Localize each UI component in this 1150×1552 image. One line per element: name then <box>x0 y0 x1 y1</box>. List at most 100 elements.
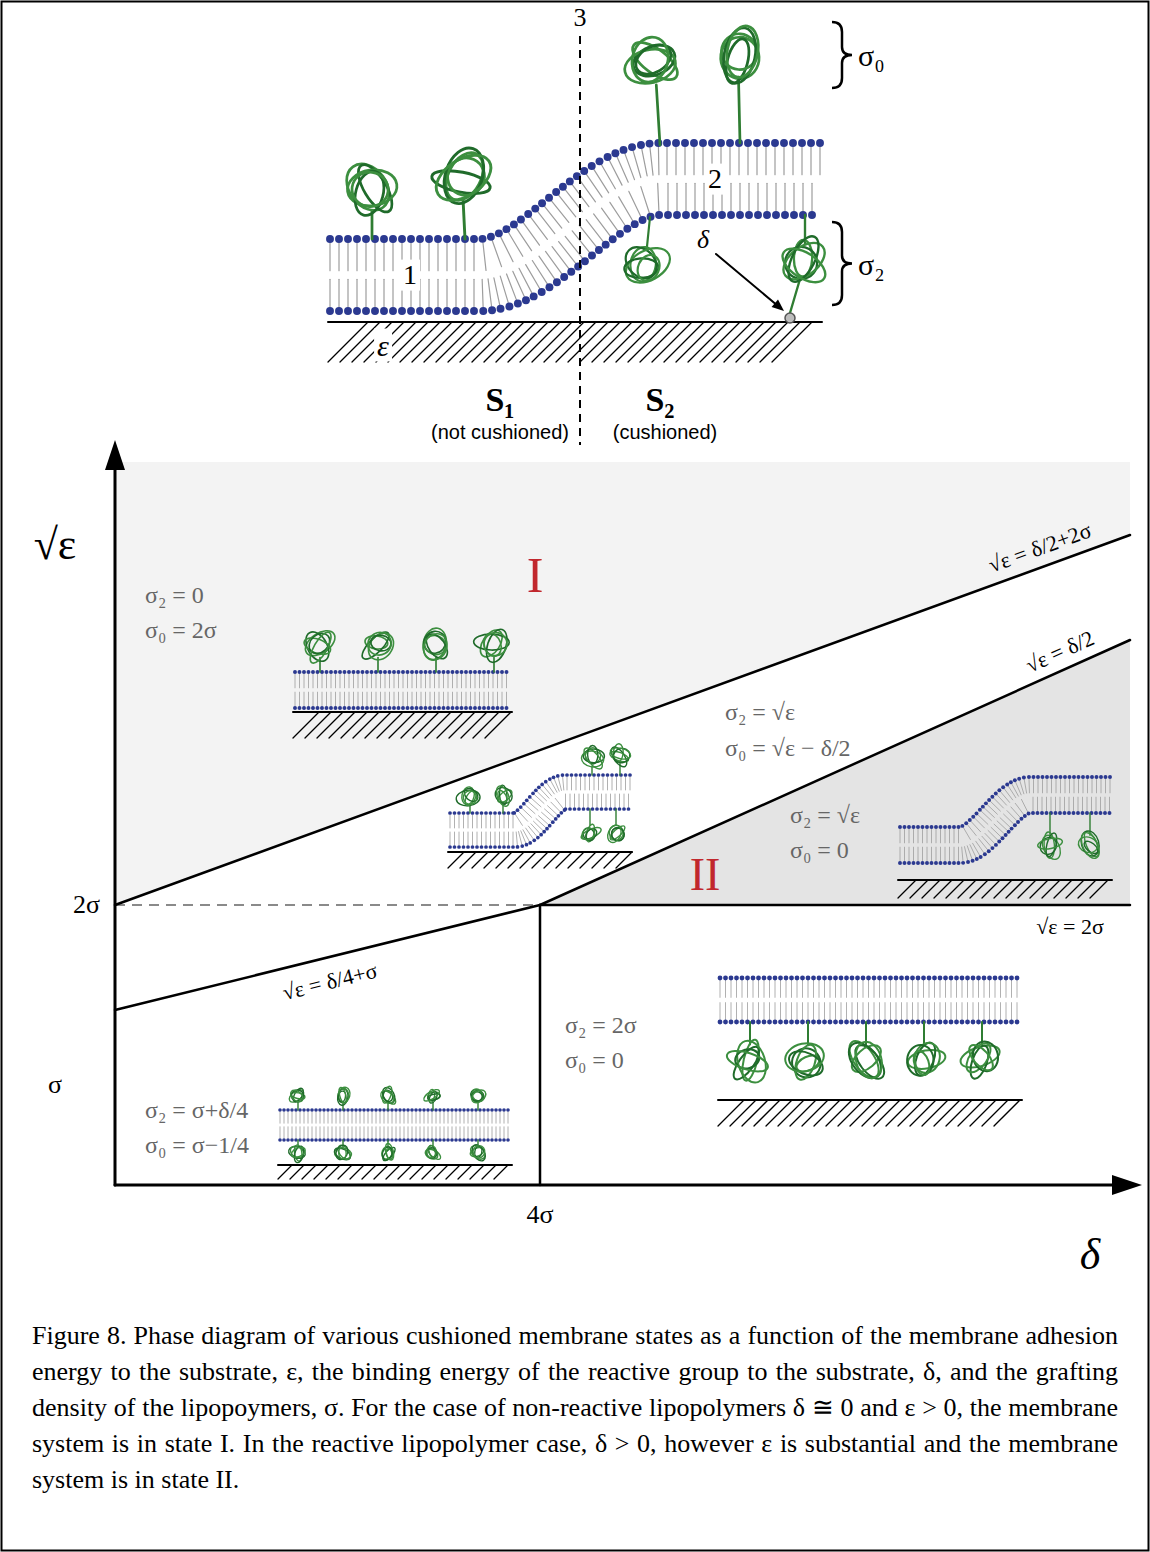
lipid-tail <box>424 1127 425 1138</box>
lipid-head <box>298 1108 302 1112</box>
lipid-tail <box>344 1112 345 1123</box>
lipid-head <box>975 857 979 861</box>
lipid-tail <box>830 980 831 997</box>
lipid-head <box>498 1108 502 1112</box>
lipid-head <box>453 811 457 815</box>
lipid-tail <box>344 692 345 706</box>
state-note: (not cushioned) <box>431 421 569 443</box>
polymer-coil <box>580 809 603 843</box>
polymer-loop <box>605 823 624 844</box>
lipid-tail <box>579 179 595 201</box>
lipid-tail <box>380 692 381 706</box>
lipid-tail <box>1016 782 1022 795</box>
lipid-head <box>762 139 770 147</box>
lipid-head <box>938 1020 943 1025</box>
lipid-tail <box>967 825 976 836</box>
lipid-tail <box>546 251 562 273</box>
lipid-head <box>588 252 596 260</box>
lipid-head <box>816 139 824 147</box>
lipid-tail <box>452 674 453 688</box>
lipid-tail <box>1051 779 1052 793</box>
lipid-head <box>756 976 761 981</box>
lipid-head <box>866 976 871 981</box>
lipid-head <box>489 811 493 815</box>
lipid-tail <box>783 147 784 175</box>
lipid-tail <box>793 183 794 211</box>
lipid-tail <box>753 1003 754 1020</box>
lipid-head <box>344 307 352 315</box>
lipid-head <box>489 845 493 849</box>
lipid-tail <box>579 225 596 247</box>
lipid-tail <box>912 980 913 997</box>
energy-label: ε <box>374 329 392 362</box>
lipid-head <box>855 1020 860 1025</box>
lipid-tail <box>280 1127 281 1138</box>
lipid-tail <box>494 278 500 305</box>
lipid-head <box>478 1108 482 1112</box>
polymer-coil <box>455 786 481 813</box>
lipid-tail <box>1087 779 1088 793</box>
lipid-head <box>318 1138 322 1142</box>
boundary-equation: √ε = δ/4+σ <box>280 959 379 1006</box>
lipid-tail <box>1100 797 1101 811</box>
substrate <box>898 880 1112 898</box>
lipid-tail <box>995 980 996 997</box>
dashed-guide <box>115 904 540 906</box>
lipid-tail <box>300 1112 301 1123</box>
lipid-head <box>681 139 689 147</box>
lipid-head <box>781 211 789 219</box>
lipid-head <box>939 825 943 829</box>
lipid-head <box>326 307 334 315</box>
state-label: S₂ <box>645 381 674 418</box>
polymer-loop <box>364 628 396 659</box>
polymer-coil <box>469 1087 489 1110</box>
lipid-head <box>454 1108 458 1112</box>
substrate-hatch <box>350 1165 364 1179</box>
lipid-head <box>314 1108 318 1112</box>
lipid-tail <box>835 980 836 997</box>
lipid-head <box>939 861 943 865</box>
lipid-head <box>583 773 587 777</box>
lipid-tail <box>625 154 635 180</box>
phase-boundary <box>115 905 540 1010</box>
lipid-tail <box>610 794 611 807</box>
polymer-coil <box>714 23 764 143</box>
lipid-tail <box>846 980 847 997</box>
lipid-head <box>457 811 461 815</box>
polymer-loop <box>852 1039 886 1082</box>
substrate-hatch <box>886 1100 912 1126</box>
lipid-head <box>389 235 397 243</box>
lipid-head <box>596 157 604 165</box>
lipid-tail <box>329 279 330 307</box>
lipid-head <box>470 235 478 243</box>
lipid-head <box>486 1108 490 1112</box>
lipid-head <box>525 843 529 847</box>
lipid-head <box>437 670 441 674</box>
polymer-loop <box>378 1088 396 1106</box>
lipid-head <box>784 1020 789 1025</box>
lipid-tail <box>416 692 417 706</box>
lipid-tail <box>742 980 743 997</box>
lipid-tail <box>455 243 456 271</box>
lipid-tail <box>332 1127 333 1138</box>
lipid-tail <box>984 1003 985 1020</box>
lipid-tail <box>383 279 384 307</box>
lipid-head <box>637 141 645 149</box>
lipid-head <box>446 1138 450 1142</box>
lipid-head <box>552 775 556 779</box>
lipid-head <box>302 1108 306 1112</box>
substrate-hatch <box>389 712 415 738</box>
lipid-head <box>352 706 356 710</box>
lipid-head <box>366 1138 370 1142</box>
lipid-tail <box>769 1003 770 1020</box>
lipid-tail <box>468 832 469 845</box>
lipid-tail <box>464 243 465 271</box>
lipid-tail <box>565 794 566 807</box>
lipid-head <box>1023 814 1027 818</box>
polymer-tether <box>790 279 800 313</box>
lipid-head <box>789 1020 794 1025</box>
lipid-tail <box>392 243 393 271</box>
lipid-head <box>347 706 351 710</box>
lipid-tail <box>344 1127 345 1138</box>
